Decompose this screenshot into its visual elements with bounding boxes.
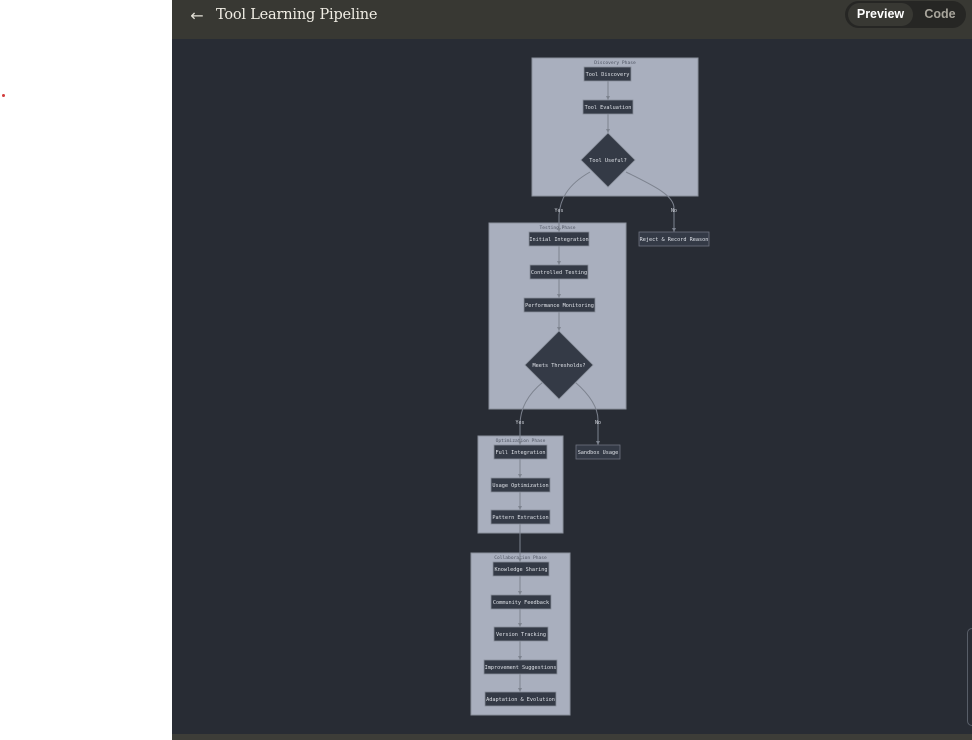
- arrowhead: [596, 441, 600, 445]
- edge-useful-yes: [558, 171, 591, 232]
- node-usage-optimization: Usage Optimization: [490, 477, 551, 493]
- node-adaptation-evolution: Adaptation & Evolution: [484, 691, 557, 707]
- preview-tab[interactable]: Preview: [848, 3, 913, 26]
- back-arrow-icon[interactable]: ←: [190, 6, 204, 25]
- svg-text:Sandbox Usage: Sandbox Usage: [578, 450, 619, 456]
- edge-thresholds-yes: [519, 381, 544, 445]
- arrowhead: [557, 261, 561, 265]
- artifact-title: Tool Learning Pipeline: [216, 7, 378, 23]
- node-tool-evaluation: Tool Evaluation: [582, 99, 634, 115]
- svg-text:Full Integration: Full Integration: [496, 450, 546, 456]
- svg-text:Version Tracking: Version Tracking: [496, 632, 546, 638]
- node-performance-monitoring: Performance Monitoring: [523, 297, 596, 313]
- svg-text:Initial Integration: Initial Integration: [529, 237, 588, 243]
- node-tool-useful-decision: Tool Useful?: [580, 132, 636, 188]
- arrowhead: [557, 327, 561, 331]
- code-tab[interactable]: Code: [924, 7, 956, 21]
- arrowhead: [606, 129, 610, 133]
- node-knowledge-sharing: Knowledge Sharing: [492, 561, 550, 577]
- svg-text:Performance Monitoring: Performance Monitoring: [525, 303, 594, 309]
- svg-text:Adaptation & Evolution: Adaptation & Evolution: [486, 697, 555, 703]
- arrowhead: [518, 441, 522, 445]
- arrowhead: [606, 96, 610, 100]
- view-toggle: Preview Code: [845, 1, 966, 28]
- node-meets-thresholds-decision: Meets Thresholds?: [524, 330, 594, 400]
- edge-label-thresholds-no: No: [595, 420, 601, 426]
- arrowhead: [518, 656, 522, 660]
- svg-text:Usage Optimization: Usage Optimization: [492, 483, 548, 489]
- arrowhead: [518, 558, 522, 562]
- svg-text:Reject & Record Reason: Reject & Record Reason: [640, 237, 709, 243]
- cluster-label-discovery: Discovery Phase: [594, 60, 636, 66]
- red-dot-marker: [2, 94, 5, 97]
- node-version-tracking: Version Tracking: [493, 626, 549, 642]
- edges: [518, 81, 676, 692]
- arrowhead: [518, 591, 522, 595]
- edge-label-thresholds-yes: Yes: [515, 420, 524, 426]
- edge-useful-no: [625, 171, 675, 232]
- node-improvement-suggestions: Improvement Suggestions: [483, 659, 558, 675]
- side-scroll-handle[interactable]: [967, 628, 972, 726]
- node-tool-discovery: Tool Discovery: [583, 66, 632, 82]
- artifact-panel: ← Tool Learning Pipeline Preview Code Di…: [172, 0, 972, 740]
- node-pattern-extraction: Pattern Extraction: [490, 509, 551, 525]
- svg-text:Tool Useful?: Tool Useful?: [589, 158, 626, 164]
- node-controlled-testing: Controlled Testing: [529, 264, 589, 280]
- edge-label-useful-no: No: [671, 208, 677, 214]
- edge-label-useful-yes: Yes: [554, 208, 563, 214]
- svg-text:Tool Evaluation: Tool Evaluation: [585, 105, 632, 111]
- artifact-header: ← Tool Learning Pipeline Preview Code: [172, 0, 972, 39]
- arrowhead: [557, 294, 561, 298]
- flowchart: Discovery Phase Testing Phase Optimizati…: [470, 57, 710, 716]
- node-community-feedback: Community Feedback: [490, 594, 552, 610]
- left-blank-area: [0, 0, 172, 740]
- svg-text:Knowledge Sharing: Knowledge Sharing: [494, 567, 547, 573]
- bottom-bar: [172, 734, 972, 740]
- node-sandbox-usage: Sandbox Usage: [575, 444, 621, 460]
- edge-thresholds-no: [574, 381, 599, 445]
- arrowhead: [518, 623, 522, 627]
- arrowhead: [518, 688, 522, 692]
- svg-text:Meets Thresholds?: Meets Thresholds?: [532, 363, 585, 369]
- arrowhead: [672, 228, 676, 232]
- node-reject-record: Reject & Record Reason: [638, 231, 710, 247]
- node-initial-integration: Initial Integration: [528, 231, 590, 247]
- svg-text:Controlled Testing: Controlled Testing: [531, 270, 587, 276]
- arrowhead: [518, 474, 522, 478]
- node-full-integration: Full Integration: [493, 444, 548, 460]
- svg-text:Improvement Suggestions: Improvement Suggestions: [485, 665, 557, 671]
- svg-text:Community Feedback: Community Feedback: [493, 600, 550, 606]
- arrowhead: [518, 506, 522, 510]
- svg-text:Pattern Extraction: Pattern Extraction: [492, 515, 548, 521]
- arrowhead: [557, 228, 561, 232]
- svg-text:Tool Discovery: Tool Discovery: [586, 72, 630, 78]
